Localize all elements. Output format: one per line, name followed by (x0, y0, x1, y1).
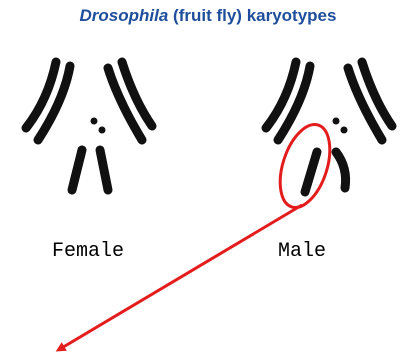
pointer-arrow (60, 205, 302, 349)
female-chromosome-4a (91, 118, 98, 125)
female-chromosome-x1 (72, 150, 82, 190)
male-karyotype (266, 62, 392, 192)
male-chromosome-x (305, 152, 317, 192)
female-chromosome-x2 (100, 150, 108, 190)
male-chromosome-4b (341, 127, 348, 134)
female-karyotype (26, 62, 152, 190)
male-label: Male (278, 240, 326, 263)
female-chromosome-4b (99, 127, 106, 134)
female-label: Female (52, 240, 124, 263)
male-chromosome-4a (333, 118, 340, 125)
male-chromosome-y (336, 152, 346, 188)
